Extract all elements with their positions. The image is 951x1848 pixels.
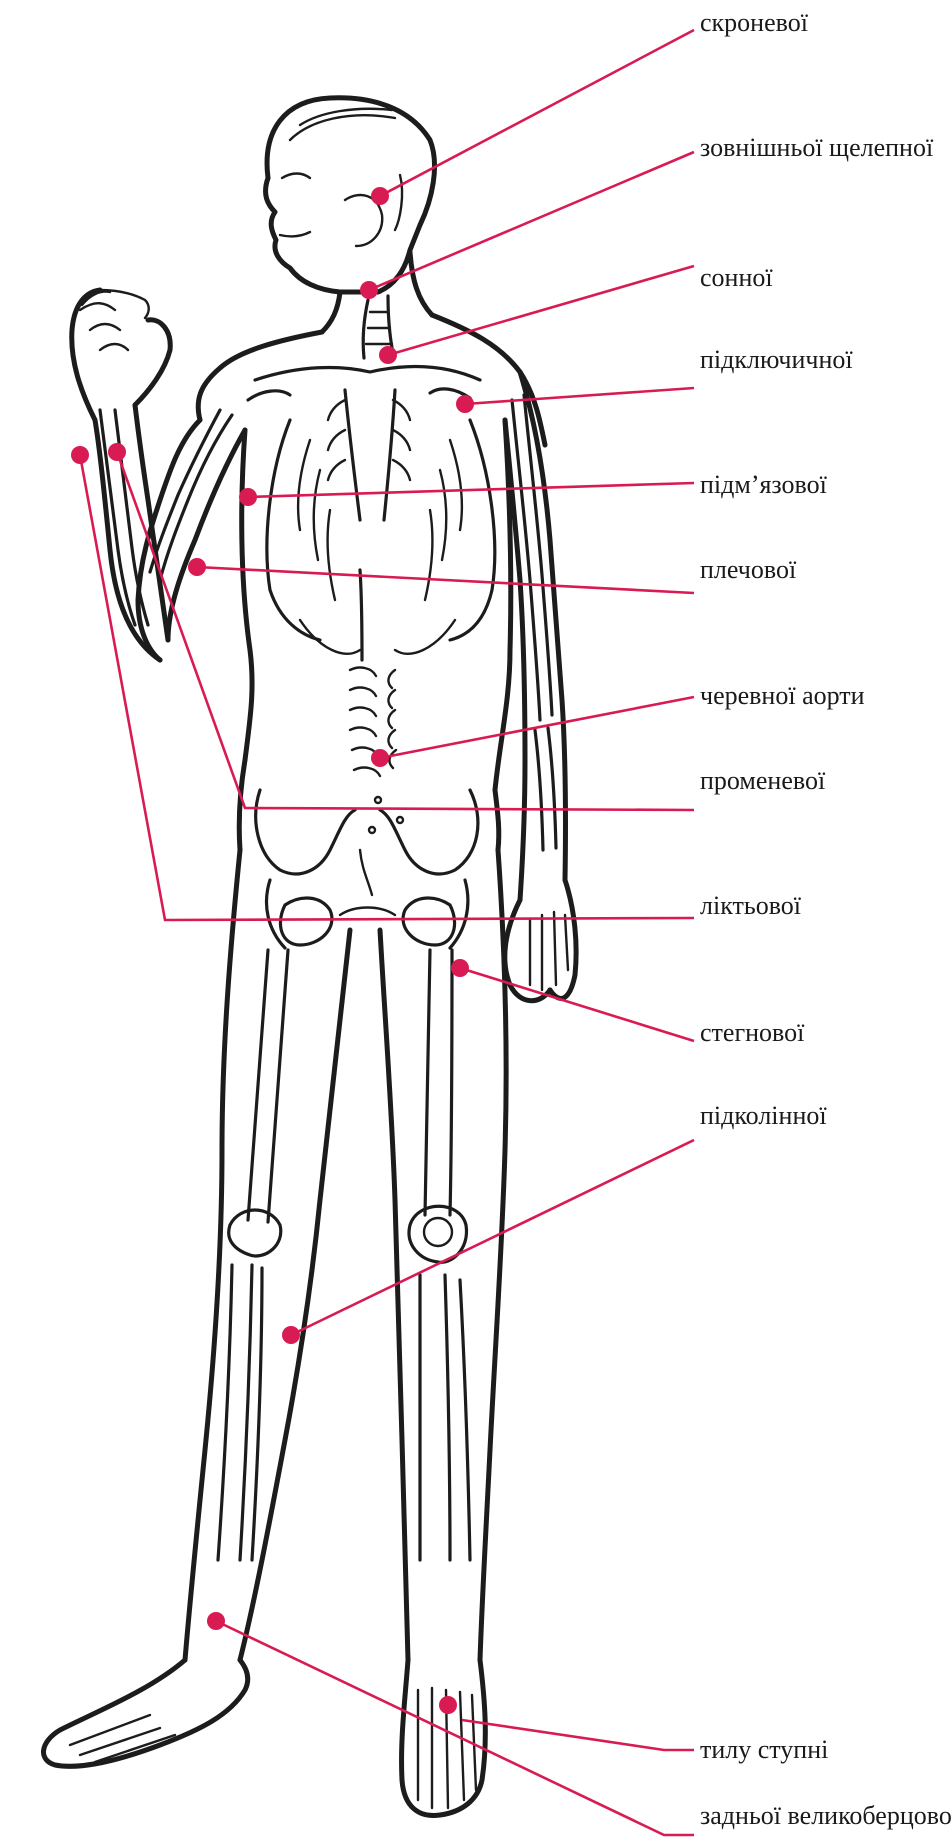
label-abdominal-aorta: черевної аорти <box>700 683 865 709</box>
marker-temporal <box>371 187 389 205</box>
pulse-point-markers <box>71 187 474 1714</box>
leader-line-femoral <box>460 968 694 1041</box>
right-leg <box>380 850 506 1816</box>
raised-arm <box>72 290 245 660</box>
leader-line-popliteal <box>291 1140 694 1335</box>
marker-axillary <box>239 488 257 506</box>
marker-abdominal-aorta <box>371 749 389 767</box>
marker-dorsalis-pedis <box>439 1696 457 1714</box>
marker-carotid <box>379 346 397 364</box>
leader-line-carotid <box>388 266 694 355</box>
marker-subclavian <box>456 395 474 413</box>
leader-line-radial <box>117 452 694 810</box>
label-temporal: скроневої <box>700 10 808 36</box>
marker-ulnar <box>71 446 89 464</box>
label-femoral: стегнової <box>700 1020 804 1046</box>
label-axillary: підм’язової <box>700 472 827 498</box>
label-carotid: сонної <box>700 265 773 291</box>
ribcage <box>248 367 495 660</box>
marker-femoral <box>451 959 469 977</box>
label-subclavian: підключичної <box>700 347 853 373</box>
hanging-arm <box>505 372 576 1001</box>
marker-facial <box>360 281 378 299</box>
neck-outline <box>322 252 432 358</box>
leader-line-dorsalis-pedis <box>462 1720 694 1750</box>
marker-radial <box>108 443 126 461</box>
label-ulnar: ліктьової <box>700 893 801 919</box>
label-posterior-tibial: задньої великоберцової <box>700 1803 951 1829</box>
leader-line-brachial <box>197 567 694 593</box>
label-radial: променевої <box>700 768 825 794</box>
label-popliteal: підколінної <box>700 1103 827 1129</box>
leader-line-ulnar <box>80 455 694 920</box>
leader-line-posterior-tibial <box>216 1621 694 1835</box>
marker-brachial <box>188 558 206 576</box>
label-brachial: плечової <box>700 557 796 583</box>
marker-posterior-tibial <box>207 1612 225 1630</box>
pelvis <box>256 790 478 948</box>
leader-line-facial <box>369 152 694 290</box>
marker-popliteal <box>282 1326 300 1344</box>
left-leg <box>44 850 350 1766</box>
label-dorsalis-pedis: тилу ступні <box>700 1737 828 1763</box>
label-facial: зовнішньої щелепної <box>700 135 933 161</box>
leader-line-subclavian <box>465 388 694 404</box>
